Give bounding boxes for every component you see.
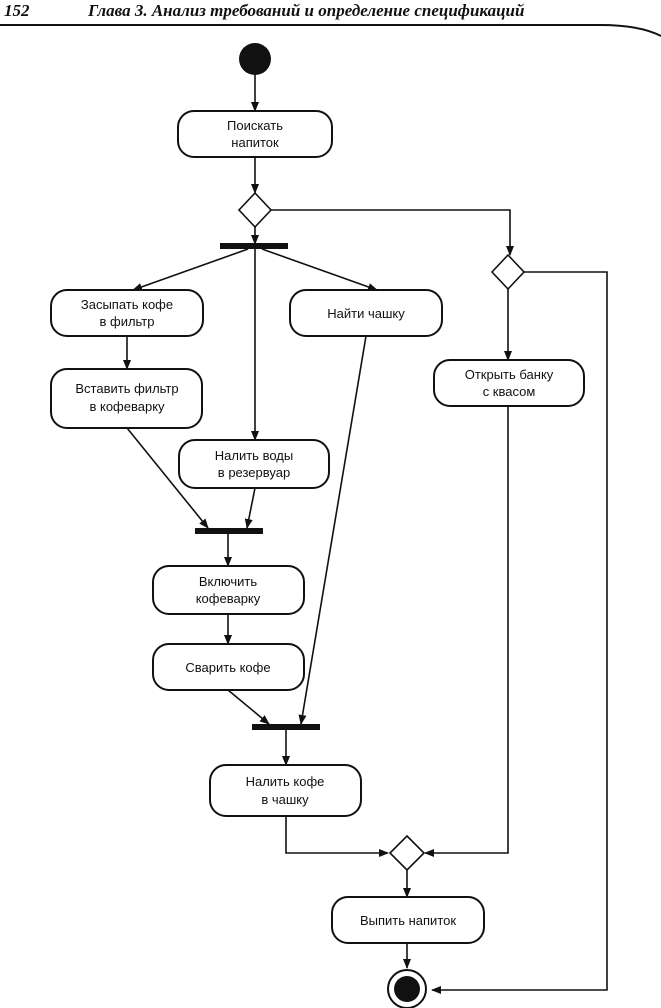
activity-label: кофеварку: [196, 591, 261, 606]
activity-label: Налить кофе: [246, 774, 325, 789]
page-number: 152: [4, 1, 30, 20]
activity-brew-coffee: Сварить кофе: [152, 643, 305, 691]
activity-label: Поискать: [227, 118, 283, 133]
edge-fork-cup: [261, 248, 378, 291]
edge-kvass-merge: [424, 406, 509, 857]
edge-dec2-end: [431, 271, 608, 994]
edge-pour-merge: [285, 816, 389, 857]
activity-label: Включить: [199, 574, 258, 589]
decision-node-2: [490, 253, 526, 291]
flow-edges: [123, 75, 608, 994]
activity-coffee-to-filter: Засыпать кофе в фильтр: [50, 289, 204, 337]
activity-label: напиток: [231, 135, 279, 150]
activity-label: в резервуар: [218, 465, 290, 480]
fork-bar: [220, 243, 288, 249]
final-node: [387, 969, 427, 1008]
decision-node-1: [237, 191, 273, 229]
edge-cup-join2: [298, 335, 367, 725]
activity-label: в чашку: [261, 792, 309, 807]
page-header: 152 Глава 3. Анализ требований и определ…: [0, 0, 661, 24]
activity-label: в фильтр: [99, 314, 154, 329]
activity-drink: Выпить напиток: [331, 896, 485, 944]
activity-label: Выпить напиток: [360, 913, 456, 928]
activity-turn-on: Включить кофеварку: [152, 565, 305, 615]
activity-insert-filter: Вставить фильтр в кофеварку: [50, 368, 203, 429]
activity-label: Найти чашку: [327, 306, 405, 321]
activity-pour-coffee: Налить кофе в чашку: [209, 764, 362, 817]
activity-label: Сварить кофе: [185, 660, 270, 675]
join-bar-1: [195, 528, 263, 534]
activity-label: Открыть банку: [465, 367, 554, 382]
activity-label: в кофеварку: [89, 399, 165, 414]
chapter-title: Глава 3. Анализ требований и определение…: [88, 1, 525, 20]
edge-fork-coffee: [132, 248, 249, 291]
edge-brew-join2: [227, 689, 270, 725]
activity-open-kvass: Открыть банку с квасом: [433, 359, 585, 407]
join-bar-2: [252, 724, 320, 730]
activity-label: с квасом: [483, 384, 536, 399]
activity-search-drink: Поискать напиток: [177, 110, 333, 158]
activity-label: Засыпать кофе: [81, 297, 173, 312]
edge-filter-join: [126, 427, 209, 529]
activity-find-cup: Найти чашку: [289, 289, 443, 337]
activity-label: Вставить фильтр: [75, 381, 178, 396]
edge-water-join: [244, 487, 256, 529]
header-rule: [0, 24, 661, 37]
merge-node: [388, 834, 426, 872]
activity-pour-water: Налить воды в резервуар: [178, 439, 330, 489]
activity-label: Налить воды: [215, 448, 293, 463]
edge-decision-right: [271, 209, 514, 256]
start-node: [239, 43, 271, 75]
